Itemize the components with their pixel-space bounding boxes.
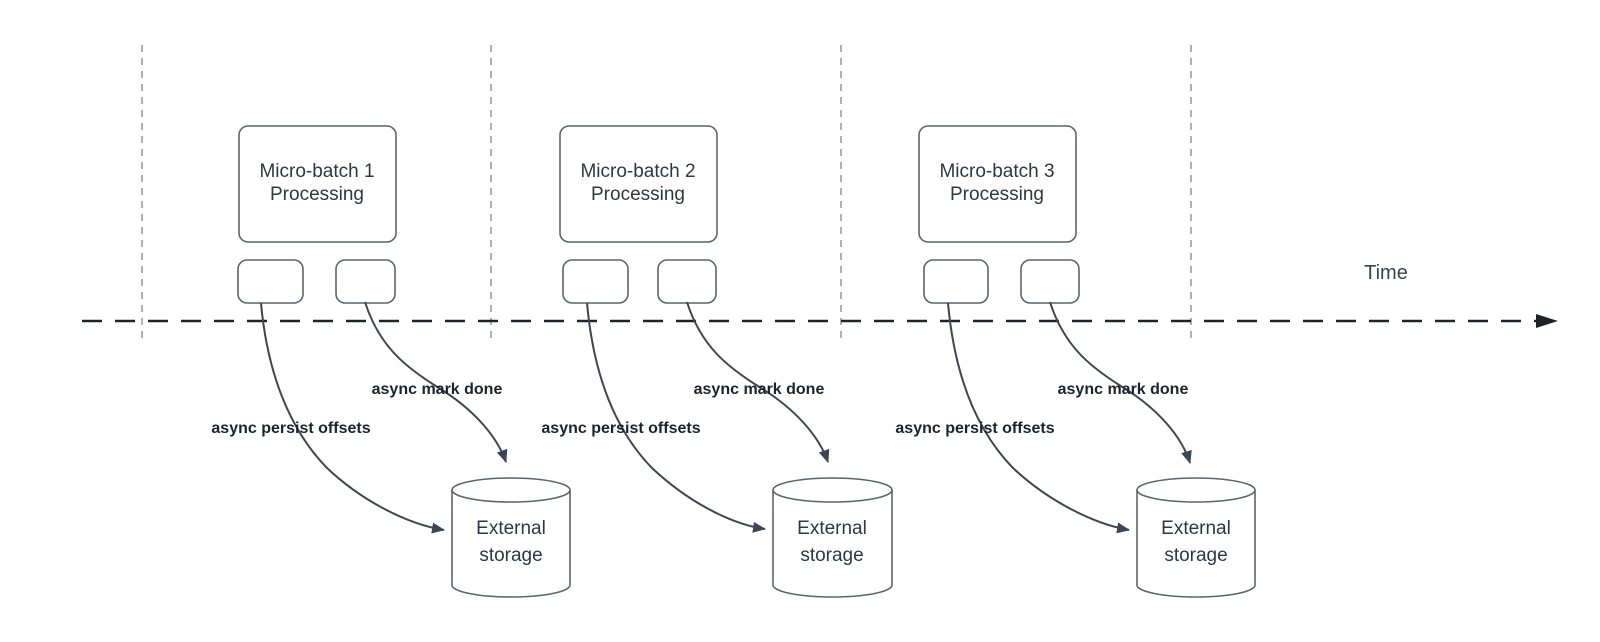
batch-group-1: Micro-batch 1 Processing async persist o… [211,125,571,598]
persist-offsets-arrow [260,302,445,534]
processing-box-title-line2: Processing [950,184,1044,205]
storage-label-line1: External [797,518,867,539]
storage-cylinder-body [772,490,893,598]
persist-offsets-arrow [947,302,1130,534]
storage-label-line2: storage [800,545,863,566]
offset-task-box [237,259,304,304]
processing-box-title-line1: Micro-batch 2 [580,161,695,182]
storage-label-line1: External [1161,518,1231,539]
mark-done-arrow [686,301,830,463]
markdone-task-box [1020,259,1080,304]
storage-label-line2: storage [1164,545,1227,566]
mark-done-label: async mark done [694,381,825,398]
processing-box-title-line1: Micro-batch 1 [259,161,374,182]
mark-done-label: async mark done [372,381,503,398]
processing-box [238,125,397,243]
persist-offsets-label: async persist offsets [895,420,1054,437]
time-axis-label: Time [1364,262,1408,284]
storage-cylinder-top [1136,477,1256,503]
mark-done-arrow [1049,301,1192,464]
batch-interval-guides [141,45,1192,338]
processing-box-title-line1: Micro-batch 3 [939,161,1054,182]
persist-offsets-label: async persist offsets [211,420,370,437]
storage-cylinder: External storage [451,477,571,598]
offset-task-box [562,259,629,304]
persist-offsets-label: async persist offsets [541,420,700,437]
storage-label-line2: storage [479,545,542,566]
storage-cylinder: External storage [772,477,893,598]
markdone-task-box [657,259,717,304]
storage-cylinder-top [451,477,571,503]
offset-task-box [923,259,989,304]
mark-done-arrow [364,301,508,463]
time-axis: Time [82,262,1558,328]
storage-cylinder-top [772,477,893,503]
storage-label-line1: External [476,518,546,539]
processing-box-title-line2: Processing [591,184,685,205]
processing-box-title-line2: Processing [270,184,364,205]
storage-cylinder-body [451,490,571,598]
processing-box [559,125,718,243]
batch-group-2: Micro-batch 2 Processing async persist o… [541,125,893,598]
markdone-task-box [335,259,396,304]
processing-box [918,125,1077,243]
batch-group-3: Micro-batch 3 Processing async persist o… [895,125,1256,598]
storage-cylinder-body [1136,490,1256,598]
persist-offsets-arrow [586,302,766,533]
mark-done-label: async mark done [1058,381,1189,398]
storage-cylinder: External storage [1136,477,1256,598]
